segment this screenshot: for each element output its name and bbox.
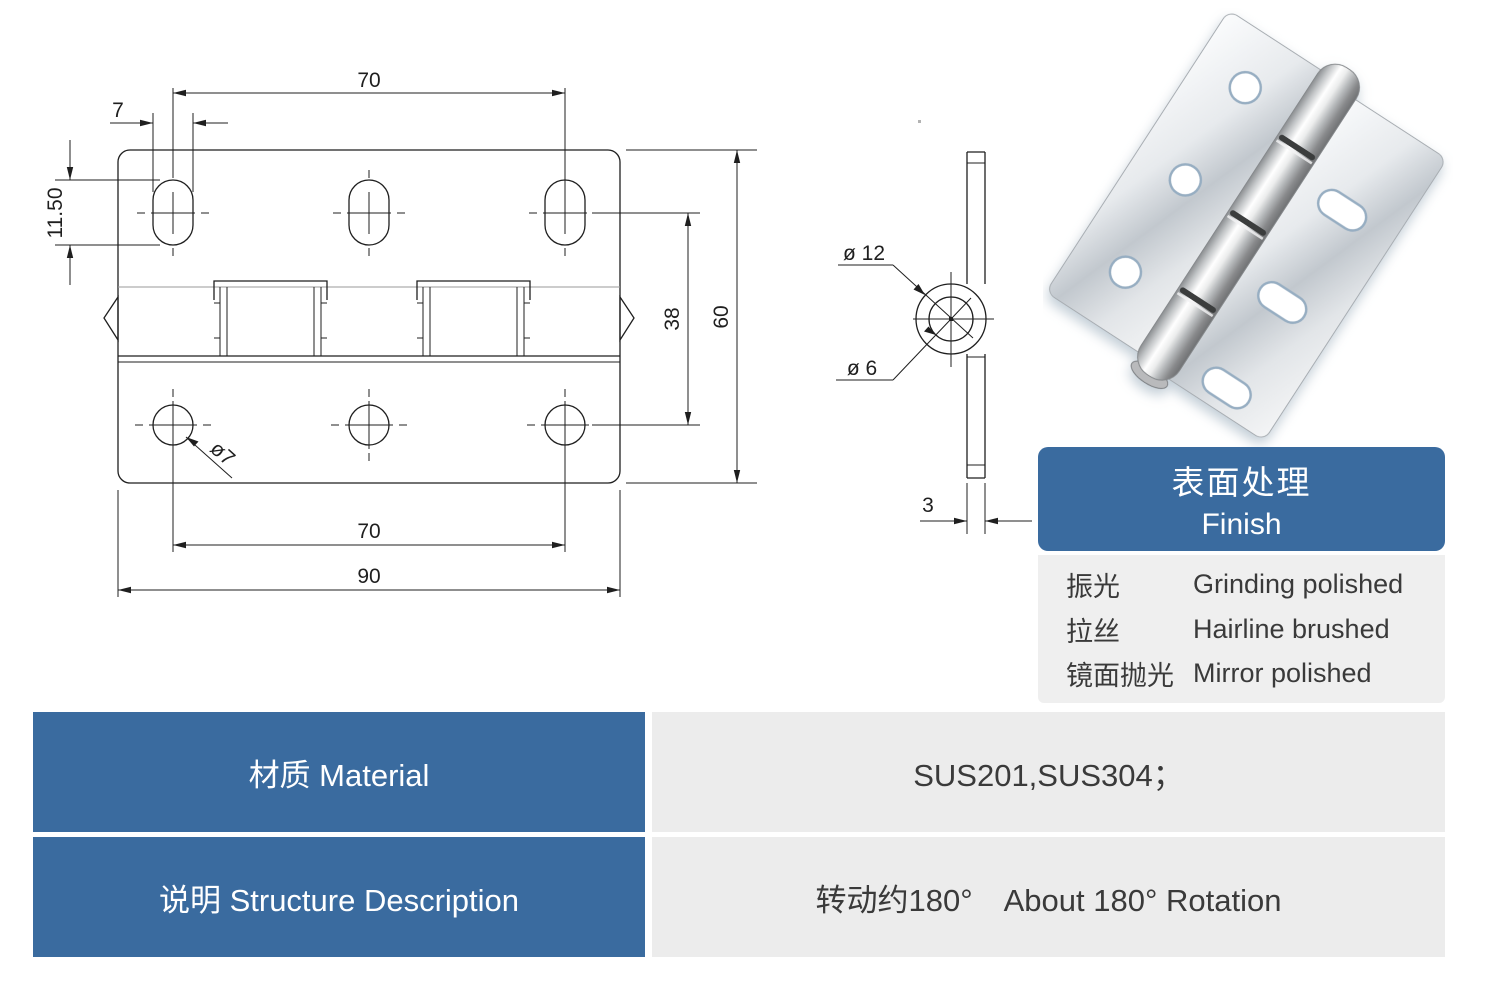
dim-bottom-hole-pitch: 70 xyxy=(357,520,380,543)
product-photo-hinge xyxy=(1049,13,1444,438)
dim-top-hole-pitch: 70 xyxy=(357,69,380,92)
photo-oblong-holes xyxy=(1201,188,1368,410)
finish-zh-label: 镜面抛光 xyxy=(1066,661,1174,692)
image-speck xyxy=(918,120,921,123)
hinge-photo-group xyxy=(1049,13,1444,438)
spec-label-structure: 说明 Structure Description xyxy=(33,837,645,957)
dim-pin-diameter: ø 6 xyxy=(847,357,877,380)
spec-row-structure: 说明 Structure Description 转动约180° About 1… xyxy=(33,837,1445,957)
finish-title-en: Finish xyxy=(1201,508,1282,541)
dim-thickness: 3 xyxy=(922,494,934,517)
finish-row-hairline: 拉丝 Hairline brushed xyxy=(1038,610,1445,649)
finish-row-mirror: 镜面抛光 Mirror polished xyxy=(1038,654,1445,693)
round-hole-centerlines xyxy=(135,389,589,461)
front-view xyxy=(55,88,757,597)
finish-panel-body: 振光 Grinding polished 拉丝 Hairline brushed… xyxy=(1038,555,1445,703)
finish-row-grinding: 振光 Grinding polished xyxy=(1038,565,1445,604)
finish-panel-header: 表面处理 Finish xyxy=(1038,447,1445,551)
dim-slot-width: 7 xyxy=(112,99,124,122)
finish-en-label: Hairline brushed xyxy=(1193,613,1390,644)
pin-end-right xyxy=(619,294,635,343)
dim-height: 60 xyxy=(710,305,733,328)
finish-zh-label: 拉丝 xyxy=(1066,616,1120,647)
barrel-joint-rings xyxy=(1176,134,1316,318)
spec-table: 材质 Material SUS201,SUS304； 说明 Structure … xyxy=(33,712,1445,957)
side-dimensions xyxy=(836,264,1032,534)
spec-row-material: 材质 Material SUS201,SUS304； xyxy=(33,712,1445,832)
front-dimensions xyxy=(55,88,757,597)
pin-end-left xyxy=(103,294,119,343)
dim-slot-length: 11.50 xyxy=(44,188,67,239)
spec-value-material: SUS201,SUS304； xyxy=(652,712,1445,832)
dimension-labels: 70 7 11.50 38 60 ø7 70 90 ø 12 ø 6 3 xyxy=(44,69,934,588)
finish-en-label: Mirror polished xyxy=(1193,658,1372,689)
finish-zh-label: 振光 xyxy=(1066,571,1120,602)
knuckle-band xyxy=(103,280,635,363)
spec-label-material: 材质 Material xyxy=(33,712,645,832)
slot-centerlines xyxy=(137,170,587,256)
finish-panel: 表面处理 Finish 振光 Grinding polished 拉丝 Hair… xyxy=(1038,447,1445,703)
side-view xyxy=(836,151,1032,534)
photo-round-holes xyxy=(1108,70,1263,289)
finish-en-label: Grinding polished xyxy=(1193,568,1404,599)
finish-title-zh: 表面处理 xyxy=(1171,464,1312,501)
dim-hole-diameter: ø7 xyxy=(206,437,240,470)
technical-drawing: 70 7 11.50 38 60 ø7 70 90 ø 12 ø 6 3 xyxy=(44,69,1032,597)
dim-knuckle-diameter: ø 12 xyxy=(843,242,885,265)
dim-total-width: 90 xyxy=(357,565,380,588)
spec-value-structure: 转动约180° About 180° Rotation xyxy=(652,837,1445,957)
dim-row-spacing: 38 xyxy=(661,307,684,330)
